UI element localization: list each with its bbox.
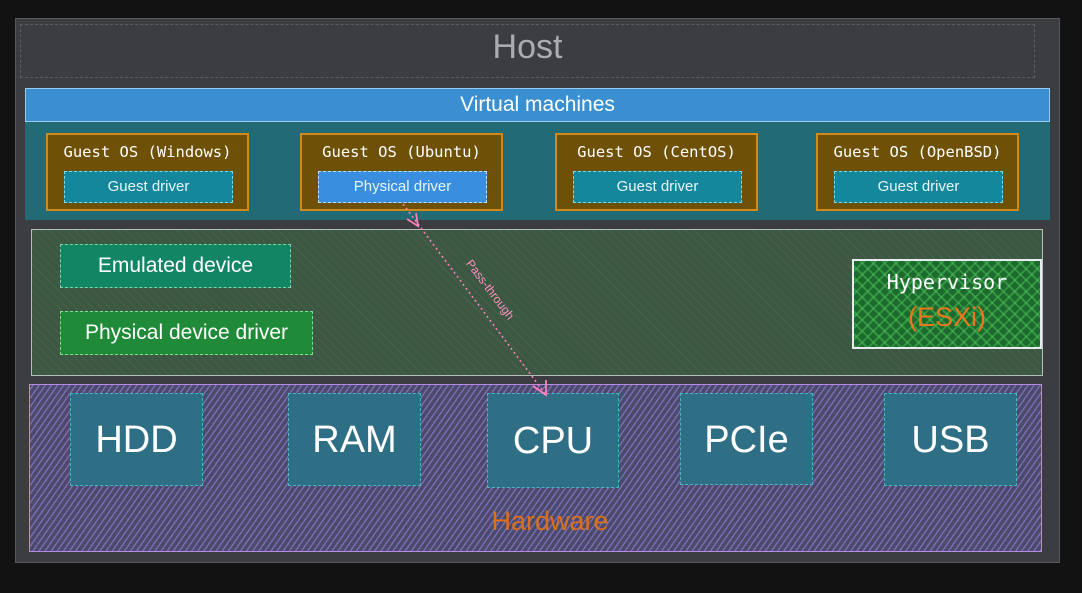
guest-os-label: Guest OS (OpenBSD) [833, 143, 1002, 161]
hardware-hdd: HDD [70, 393, 203, 486]
host-title: Host [492, 28, 563, 66]
hypervisor-label: Hypervisor [886, 270, 1008, 294]
hardware-usb: USB [884, 393, 1017, 486]
guest-os-label: Guest OS (Ubuntu) [322, 143, 481, 161]
arrowhead-icon [406, 212, 420, 228]
guest-driver: Guest driver [573, 171, 742, 203]
virtual-machines-header: Virtual machines [25, 88, 1050, 122]
hypervisor-product-label: (ESXi) [907, 302, 986, 332]
pass-through-line [402, 203, 547, 396]
guest-os-openbsd: Guest OS (OpenBSD) Guest driver [816, 133, 1019, 211]
guest-os-windows: Guest OS (Windows) Guest driver [46, 133, 249, 211]
guest-driver: Guest driver [834, 171, 1003, 203]
hardware-ram: RAM [288, 393, 421, 486]
hardware-title: Hardware [491, 506, 609, 536]
hardware-cpu: CPU [487, 393, 619, 488]
pass-through-label: Pass-through [463, 257, 517, 322]
guest-os-label: Guest OS (CentOS) [577, 143, 736, 161]
physical-device-driver: Physical device driver [60, 311, 313, 355]
hardware-pcie: PCIe [680, 393, 813, 485]
guest-os-ubuntu: Guest OS (Ubuntu) Physical driver [300, 133, 503, 211]
host-title-box [20, 24, 1035, 78]
arrowhead-icon [532, 380, 547, 397]
guest-os-centos: Guest OS (CentOS) Guest driver [555, 133, 758, 211]
physical-driver: Physical driver [318, 171, 487, 203]
emulated-device: Emulated device [60, 244, 291, 288]
guest-os-label: Guest OS (Windows) [63, 143, 232, 161]
hypervisor-box [852, 259, 1042, 349]
guest-driver: Guest driver [64, 171, 233, 203]
